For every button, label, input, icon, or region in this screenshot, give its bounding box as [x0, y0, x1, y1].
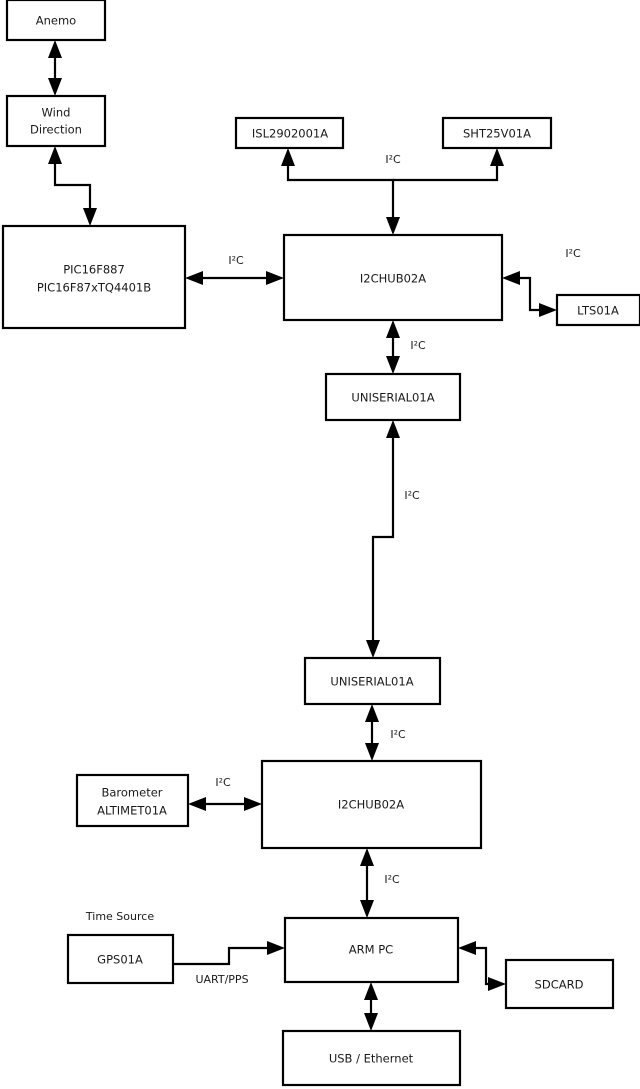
connection-gps-armpc: UART/PPS — [173, 941, 285, 986]
arrow-head-down — [360, 900, 374, 918]
node-label-pic-line2: PIC16F87xTQ4401B — [37, 281, 151, 295]
arrow-head-up — [386, 320, 400, 338]
connection-wind-pic — [48, 146, 97, 226]
node-lts01a[interactable]: LTS01A — [555, 293, 640, 327]
arrow-head-left — [188, 797, 206, 811]
arrow-head-down — [365, 743, 379, 761]
edge-label-i2c-uniserial-hub2: I²C — [390, 728, 406, 741]
node-label-i2chub02a-top: I2CHUB02A — [360, 272, 426, 286]
edge-label-i2c-uniserial-link: I²C — [404, 489, 420, 502]
node-label-usb-ethernet: USB / Ethernet — [329, 1052, 414, 1066]
arrow-head-left — [185, 271, 203, 285]
node-label-uniserial01a-bottom: UNISERIAL01A — [330, 675, 413, 689]
node-wind-direction[interactable]: Wind Direction — [5, 94, 107, 148]
connection-uniserial-uniserial: I²C — [366, 420, 420, 658]
edge-label-i2c-hub-lts: I²C — [565, 247, 581, 260]
connection-hub-bot-armpc: I²C — [360, 848, 400, 918]
connection-hub-sensor-bus: I²C — [281, 148, 504, 235]
node-sdcard[interactable]: SDCARD — [504, 958, 615, 1010]
arrow-head-up — [364, 982, 378, 1000]
node-label-wind-direction-line2: Direction — [30, 123, 82, 137]
node-label-wind-direction-line1: Wind — [42, 106, 71, 120]
arrow-head-down — [364, 1013, 378, 1031]
node-uniserial01a-top[interactable]: UNISERIAL01A — [324, 372, 462, 422]
node-i2chub02a-top[interactable]: I2CHUB02A — [282, 233, 504, 322]
connection-anemo-wind — [48, 40, 62, 96]
node-isl2902001a[interactable]: ISL2902001A — [234, 116, 345, 150]
edge-label-i2c-barometer-hub: I²C — [215, 776, 231, 789]
edge-label-i2c-hub2-armpc: I²C — [384, 873, 400, 886]
node-label-barometer-line2: ALTIMET01A — [97, 804, 167, 818]
node-label-i2chub02a-bottom: I2CHUB02A — [338, 798, 404, 812]
arrow-head-left — [502, 271, 520, 285]
arrow-head-right — [488, 977, 506, 991]
arrow-head-right — [539, 303, 557, 317]
arrow-head-up — [365, 704, 379, 722]
node-arm-pc[interactable]: ARM PC — [283, 916, 460, 984]
node-gps01a[interactable]: GPS01A — [66, 933, 175, 985]
node-label-lts01a: LTS01A — [577, 304, 619, 318]
arrow-head-up — [360, 848, 374, 866]
node-label-uniserial01a-top: UNISERIAL01A — [351, 391, 434, 405]
arrow-head-up — [386, 420, 400, 438]
arrow-head-down — [366, 640, 380, 658]
connection-barometer-hub-bot: I²C — [188, 776, 262, 811]
node-label-arm-pc: ARM PC — [349, 943, 393, 957]
arrow-head-up — [48, 40, 62, 58]
connection-hub-uniserial-top: I²C — [386, 320, 426, 374]
node-label-anemo: Anemo — [36, 14, 76, 28]
node-sht25v01a[interactable]: SHT25V01A — [441, 116, 553, 150]
node-i2chub02a-bottom[interactable]: I2CHUB02A — [260, 759, 483, 850]
node-label-sht25v01a: SHT25V01A — [463, 127, 531, 141]
connection-armpc-sdcard — [458, 941, 506, 991]
node-label-sdcard: SDCARD — [535, 978, 584, 992]
node-label-barometer-line1: Barometer — [101, 786, 162, 800]
arrow-head-down-hub — [386, 217, 400, 235]
label-time-source: Time Source — [85, 910, 154, 923]
edge-label-i2c-pic-hub: I²C — [228, 254, 244, 267]
node-uniserial01a-bottom[interactable]: UNISERIAL01A — [303, 656, 442, 706]
arrow-head-down — [386, 356, 400, 374]
arrow-head-left — [458, 941, 476, 955]
arrow-head-right — [267, 941, 285, 955]
arrow-head-up — [48, 146, 62, 164]
node-label-pic-line1: PIC16F887 — [63, 263, 125, 277]
connection-armpc-usb — [364, 982, 378, 1031]
arrow-head-right — [244, 797, 262, 811]
arrow-head-up-sht — [490, 148, 504, 166]
arrow-head-down — [48, 78, 62, 96]
node-label-gps01a: GPS01A — [97, 953, 143, 967]
edge-label-i2c-hub-uniserial: I²C — [410, 339, 426, 352]
arrow-head-up-isl — [281, 148, 295, 166]
arrow-head-right — [266, 271, 284, 285]
node-pic-mcu[interactable]: PIC16F887 PIC16F87xTQ4401B — [1, 224, 187, 330]
node-anemo[interactable]: Anemo — [5, 0, 107, 42]
edge-label-i2c-sensor-bus: I²C — [385, 153, 401, 166]
node-label-isl2902001a: ISL2902001A — [252, 127, 328, 141]
node-usb-ethernet[interactable]: USB / Ethernet — [281, 1029, 462, 1087]
node-barometer[interactable]: Barometer ALTIMET01A — [75, 773, 190, 828]
connection-pic-hub-top: I²C — [185, 254, 284, 285]
arrow-head-down — [83, 208, 97, 226]
edge-label-uart-pps: UART/PPS — [195, 973, 248, 986]
connection-hub-lts: I²C — [502, 247, 581, 317]
connection-uniserial-hub-bot: I²C — [365, 704, 406, 761]
